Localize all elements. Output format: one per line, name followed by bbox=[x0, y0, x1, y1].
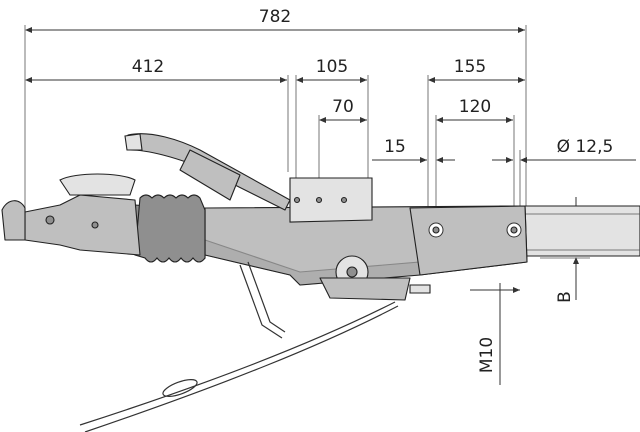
brake-reversing-lever bbox=[319, 255, 431, 301]
dim-overall-length: 782 bbox=[259, 7, 291, 27]
dim-bolt-thread: M10 bbox=[477, 337, 497, 373]
dim-height-label: B bbox=[555, 291, 575, 303]
dim-hole-span-inner: 120 bbox=[459, 97, 491, 117]
support-linkage bbox=[239, 261, 286, 339]
dim-bracket-width: 105 bbox=[316, 57, 348, 77]
bellows bbox=[134, 194, 206, 263]
dim-hole-span-outer: 155 bbox=[454, 57, 486, 77]
dim-bracket-hole: 70 bbox=[332, 97, 354, 117]
dim-hole-diameter: Ø 12,5 bbox=[557, 137, 614, 157]
breakaway-cable bbox=[79, 301, 399, 432]
coupling-head bbox=[1, 173, 141, 256]
dim-to-first-mount: 412 bbox=[132, 57, 164, 77]
mount-bracket bbox=[289, 177, 373, 223]
extension-lines bbox=[24, 25, 527, 222]
handbrake-lever bbox=[124, 133, 291, 211]
dim-hole-offset: 15 bbox=[384, 137, 406, 157]
